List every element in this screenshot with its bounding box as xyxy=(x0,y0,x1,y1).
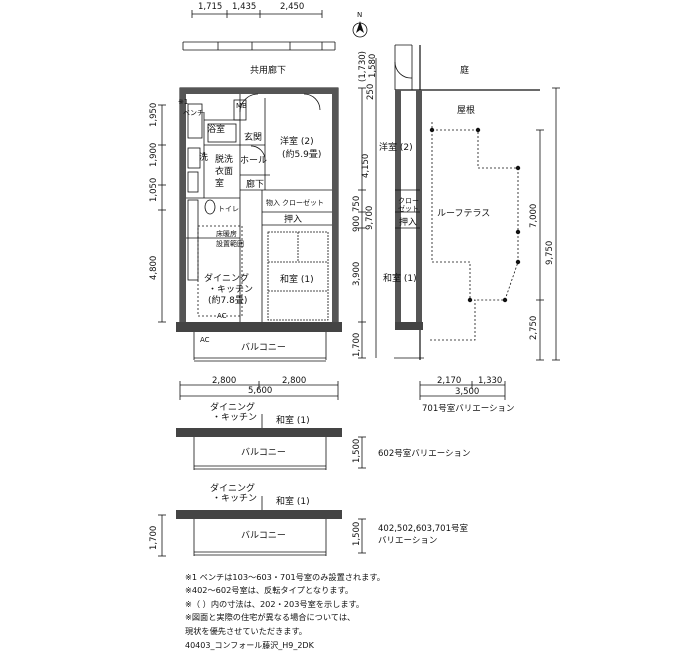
right-dim-1330: 1,330 xyxy=(478,376,502,386)
var602-japanese: 和室 (1) xyxy=(276,414,310,426)
bottom-dim-2: 2,800 xyxy=(282,376,306,386)
room-entrance: 玄関 xyxy=(244,131,262,143)
note-1: ※1 ベンチは103～603・701号室のみ設置されます。 xyxy=(185,572,385,582)
mid-dim-4150: 4,150 xyxy=(361,154,371,178)
mid-dim-900: 900 xyxy=(352,216,362,232)
mid-dim-1730: (1,730) xyxy=(358,51,368,82)
left-dim-1: 1,950 xyxy=(149,103,159,127)
room-dining-3: (約7.8畳) xyxy=(208,294,247,306)
mid-dim-3900: 3,900 xyxy=(352,262,362,286)
bench-mark: ※1 xyxy=(178,98,188,106)
note-5: 現状を優先させていただきます。 xyxy=(185,625,307,636)
room-bath: 浴室 xyxy=(207,123,225,135)
room-toilet: トイレ xyxy=(218,205,239,213)
bottom-dim-total: 5,600 xyxy=(248,386,272,396)
room-dressing-2: 衣面 xyxy=(215,165,233,177)
mid-dim-1580: 1,580 xyxy=(368,54,378,78)
ac-label-1: AC xyxy=(217,312,227,320)
top-dim-2: 1,435 xyxy=(232,2,256,12)
right-oshiire: 押入 xyxy=(399,216,417,228)
var602-balcony: バルコニー xyxy=(241,447,286,458)
var402-dim-1500: 1,500 xyxy=(352,522,362,546)
ac-label-2: AC xyxy=(200,336,210,344)
var402-balcony: バルコニー xyxy=(241,530,286,541)
compass-label: N xyxy=(357,11,362,19)
room-corridor: 廊下 xyxy=(246,178,264,190)
room-western: 洋室 (2) xyxy=(280,135,314,147)
mb-label: MB xyxy=(236,102,247,110)
plan-code: 40403_コンフォール藤沢_H9_2DK xyxy=(185,641,314,650)
garden-label: 庭 xyxy=(460,64,469,76)
room-balcony: バルコニー xyxy=(241,342,286,353)
room-heating-1: 床暖房 xyxy=(216,229,237,238)
room-western-size: (約5.9畳) xyxy=(282,148,321,160)
right-dim-9750: 9,750 xyxy=(545,241,555,265)
var602-caption: 602号室バリエーション xyxy=(378,448,471,459)
room-wash: 洗 xyxy=(199,151,208,163)
right-dim-2750: 2,750 xyxy=(529,316,539,340)
room-dining-1: ダイニング xyxy=(204,272,249,284)
var402-dining-2: ・キッチン xyxy=(212,493,257,504)
var602-dining-1: ダイニング xyxy=(210,401,255,413)
left-dim-4: 4,800 xyxy=(149,256,159,280)
mid-dim-750: 750 xyxy=(352,196,362,212)
room-heating-2: 設置範囲 xyxy=(216,239,244,248)
main-plan xyxy=(176,87,342,362)
left-dim-3: 1,050 xyxy=(149,178,159,202)
room-closet: クローゼット xyxy=(282,198,324,207)
mid-dim-250: 250 xyxy=(366,84,376,100)
var402-japanese: 和室 (1) xyxy=(276,495,310,507)
right-plan xyxy=(394,44,560,400)
right-japanese: 和室 (1) xyxy=(383,272,417,284)
notes: ※1 ベンチは103～603・701号室のみ設置されます。 ※402～602号室… xyxy=(185,571,385,638)
right-western: 洋室 (2) xyxy=(379,141,413,153)
right-dim-3500: 3,500 xyxy=(455,387,479,397)
right-terrace: ルーフテラス xyxy=(437,208,490,219)
var402-dim-1700: 1,700 xyxy=(149,526,159,550)
var402-dining-1: ダイニング xyxy=(210,482,255,494)
top-dim-1: 1,715 xyxy=(198,2,222,12)
right-dim-2170: 2,170 xyxy=(437,376,461,386)
room-hall: ホール xyxy=(240,155,267,166)
left-dim-2: 1,900 xyxy=(149,143,159,167)
variation-602-plan xyxy=(176,414,366,470)
right-caption: 701号室バリエーション xyxy=(422,403,515,414)
var602-dining-2: ・キッチン xyxy=(212,412,257,423)
variation-402-plan xyxy=(158,496,366,557)
corridor-label: 共用廊下 xyxy=(250,64,286,76)
top-dim-3: 2,450 xyxy=(280,2,304,12)
bottom-dim-1: 2,800 xyxy=(212,376,236,386)
room-dressing-3: 室 xyxy=(215,177,224,189)
right-closet-1: クロー xyxy=(398,197,419,205)
mid-dim-1700: 1,700 xyxy=(352,333,362,357)
var602-dim: 1,500 xyxy=(352,439,362,463)
var402-caption-2: バリエーション xyxy=(378,536,437,546)
room-dining-2: ・キッチン xyxy=(208,284,253,295)
room-storage: 物入 xyxy=(266,198,280,207)
roof-label: 屋根 xyxy=(457,104,475,116)
note-3: ※（ ）内の寸法は、202・203号室を示します。 xyxy=(185,598,365,609)
room-japanese: 和室 (1) xyxy=(280,273,314,285)
right-dim-7000: 7,000 xyxy=(529,204,539,228)
var402-caption-1: 402,502,603,701号室 xyxy=(378,523,469,534)
note-4: ※図面と実際の住宅が異なる場合については、 xyxy=(185,612,356,623)
bench-label: ベンチ xyxy=(183,109,204,117)
room-oshiire: 押入 xyxy=(284,213,302,225)
right-closet-2: ゼット xyxy=(398,204,419,213)
compass: N xyxy=(352,11,368,38)
note-2: ※402～602号室は、反転タイプとなります。 xyxy=(185,585,354,596)
room-dressing-1: 脱洗 xyxy=(215,153,233,165)
mid-dim-9700: 9,700 xyxy=(365,206,375,230)
